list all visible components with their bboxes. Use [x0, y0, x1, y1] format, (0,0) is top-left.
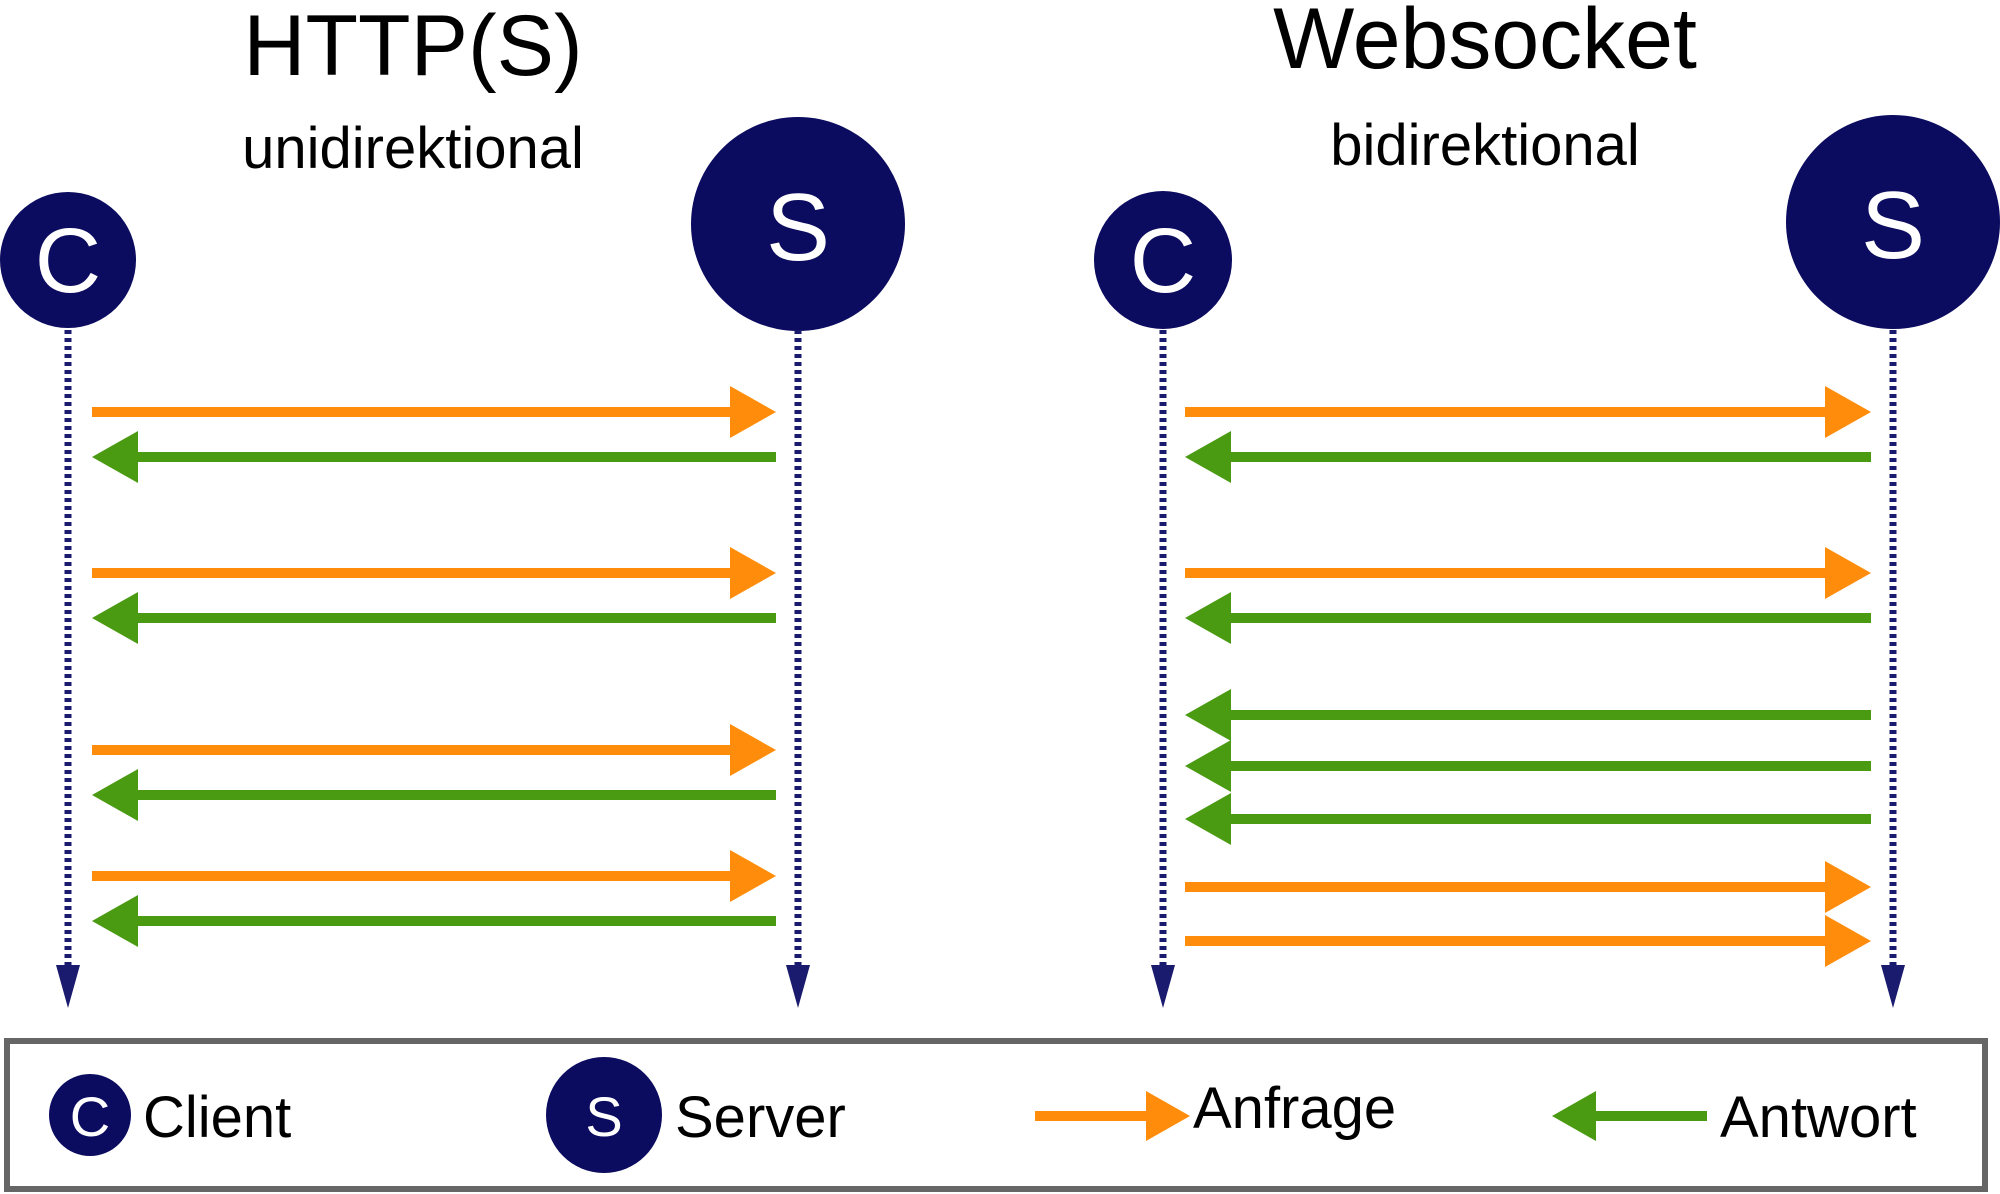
http-client-lifeline — [56, 330, 80, 1008]
legend-request: Anfrage — [1035, 1076, 1396, 1141]
http-client-letter: C — [35, 210, 101, 312]
legend-client: C Client — [49, 1074, 291, 1156]
legend-server-node — [546, 1057, 662, 1173]
legend: C Client S Server Anfrage Antwort — [4, 1038, 1988, 1192]
http-client-node: C — [0, 192, 136, 328]
websocket-response-arrow — [1185, 689, 1871, 741]
websocket-request-arrow — [1185, 861, 1871, 913]
http-response-arrow — [92, 769, 776, 821]
legend-server: S Server — [546, 1057, 846, 1173]
websocket-panel: Websocket bidirektional C S — [1094, 0, 2000, 1008]
websocket-server-lifeline — [1881, 330, 1905, 1008]
legend-response-label: Antwort — [1720, 1085, 1917, 1150]
websocket-response-arrow — [1185, 431, 1871, 483]
http-response-arrow — [92, 592, 776, 644]
legend-client-letter: C — [70, 1085, 110, 1148]
http-request-arrow — [92, 386, 776, 438]
legend-box — [4, 1038, 1988, 1192]
websocket-client-node: C — [1094, 191, 1232, 329]
websocket-client-letter: C — [1130, 210, 1196, 312]
websocket-server-node: S — [1786, 115, 2000, 329]
http-response-arrow — [92, 431, 776, 483]
websocket-message-arrows — [1185, 386, 1871, 967]
http-server-letter: S — [766, 174, 830, 281]
legend-client-label: Client — [143, 1085, 291, 1150]
websocket-client-lifeline — [1151, 330, 1175, 1008]
legend-server-label: Server — [675, 1085, 846, 1150]
legend-server-letter: S — [585, 1085, 622, 1148]
websocket-server-letter: S — [1861, 172, 1925, 279]
http-message-arrows — [92, 386, 776, 947]
websocket-response-arrow — [1185, 740, 1871, 792]
http-request-arrow — [92, 850, 776, 902]
http-response-arrow — [92, 895, 776, 947]
legend-client-node — [49, 1074, 131, 1156]
legend-request-label: Anfrage — [1193, 1076, 1396, 1141]
websocket-request-arrow — [1185, 386, 1871, 438]
websocket-title: Websocket — [1273, 0, 1697, 87]
http-server-lifeline — [786, 330, 810, 1008]
legend-request-arrow-head — [1146, 1091, 1190, 1141]
legend-response: Antwort — [1552, 1085, 1917, 1150]
http-request-arrow — [92, 547, 776, 599]
websocket-request-arrow — [1185, 547, 1871, 599]
websocket-response-arrow — [1185, 793, 1871, 845]
http-title: HTTP(S) — [243, 0, 582, 94]
http-subtitle: unidirektional — [242, 116, 584, 181]
http-request-arrow — [92, 724, 776, 776]
websocket-response-arrow — [1185, 592, 1871, 644]
http-server-node: S — [691, 117, 905, 331]
websocket-request-arrow — [1185, 915, 1871, 967]
http-panel: HTTP(S) unidirektional C S — [0, 0, 905, 1008]
legend-response-arrow-head — [1552, 1091, 1596, 1141]
websocket-subtitle: bidirektional — [1330, 113, 1640, 178]
